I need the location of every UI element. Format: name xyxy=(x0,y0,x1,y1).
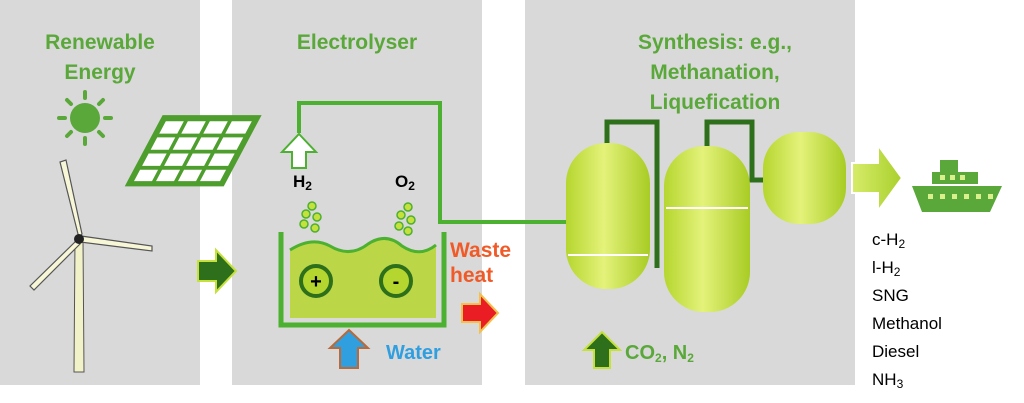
sun-icon xyxy=(57,90,113,146)
electrode-minus-sign: - xyxy=(393,271,400,293)
co2-n2-label: CO2, N2 xyxy=(625,342,694,365)
synthesis-tank-1 xyxy=(566,143,650,289)
synthesis-title: Synthesis: e.g., Methanation, Liqueficat… xyxy=(637,31,793,114)
hydrogen-bubbles xyxy=(299,201,322,233)
water-up-arrow xyxy=(327,328,371,369)
product-item: SNG xyxy=(872,286,909,305)
product-output-arrow xyxy=(851,141,904,215)
waste-heat-label: Waste heat xyxy=(450,239,512,287)
product-item: NH3 xyxy=(872,370,904,391)
oxygen-label: O2 xyxy=(395,172,415,193)
product-item: Diesel xyxy=(872,342,920,361)
ship-icon xyxy=(912,160,1002,212)
products-list: c-H2 l-H2 SNG Methanol Diesel NH3 xyxy=(872,228,942,396)
waste-heat-arrow xyxy=(461,291,500,335)
wind-turbine-icon xyxy=(29,159,153,373)
electrolyser-tank xyxy=(278,232,447,328)
energy-flow-arrow xyxy=(197,247,238,295)
cathode-electrode xyxy=(379,264,413,298)
renewable-energy-title: Renewable Energy xyxy=(45,31,155,84)
product-item: l-H2 xyxy=(872,258,901,279)
anode-electrode xyxy=(299,264,333,298)
synthesis-tank-2 xyxy=(664,146,750,312)
product-item: c-H2 xyxy=(872,230,906,251)
co2-n2-up-arrow xyxy=(581,330,623,369)
water-label: Water xyxy=(386,342,441,364)
renewable-energy-panel xyxy=(0,0,200,385)
solar-panel-icon xyxy=(124,115,262,187)
product-item: Methanol xyxy=(872,314,942,333)
oxygen-bubbles xyxy=(394,202,416,236)
hydrogen-label: H2 xyxy=(293,172,312,193)
hydrogen-up-arrow xyxy=(279,132,319,169)
synthesis-tank-3 xyxy=(763,132,846,224)
hydrogen-pipe xyxy=(297,101,566,224)
tank-connectors xyxy=(604,119,766,268)
electrolyser-title: Electrolyser xyxy=(296,31,418,54)
electrode-plus-sign: + xyxy=(310,271,322,293)
